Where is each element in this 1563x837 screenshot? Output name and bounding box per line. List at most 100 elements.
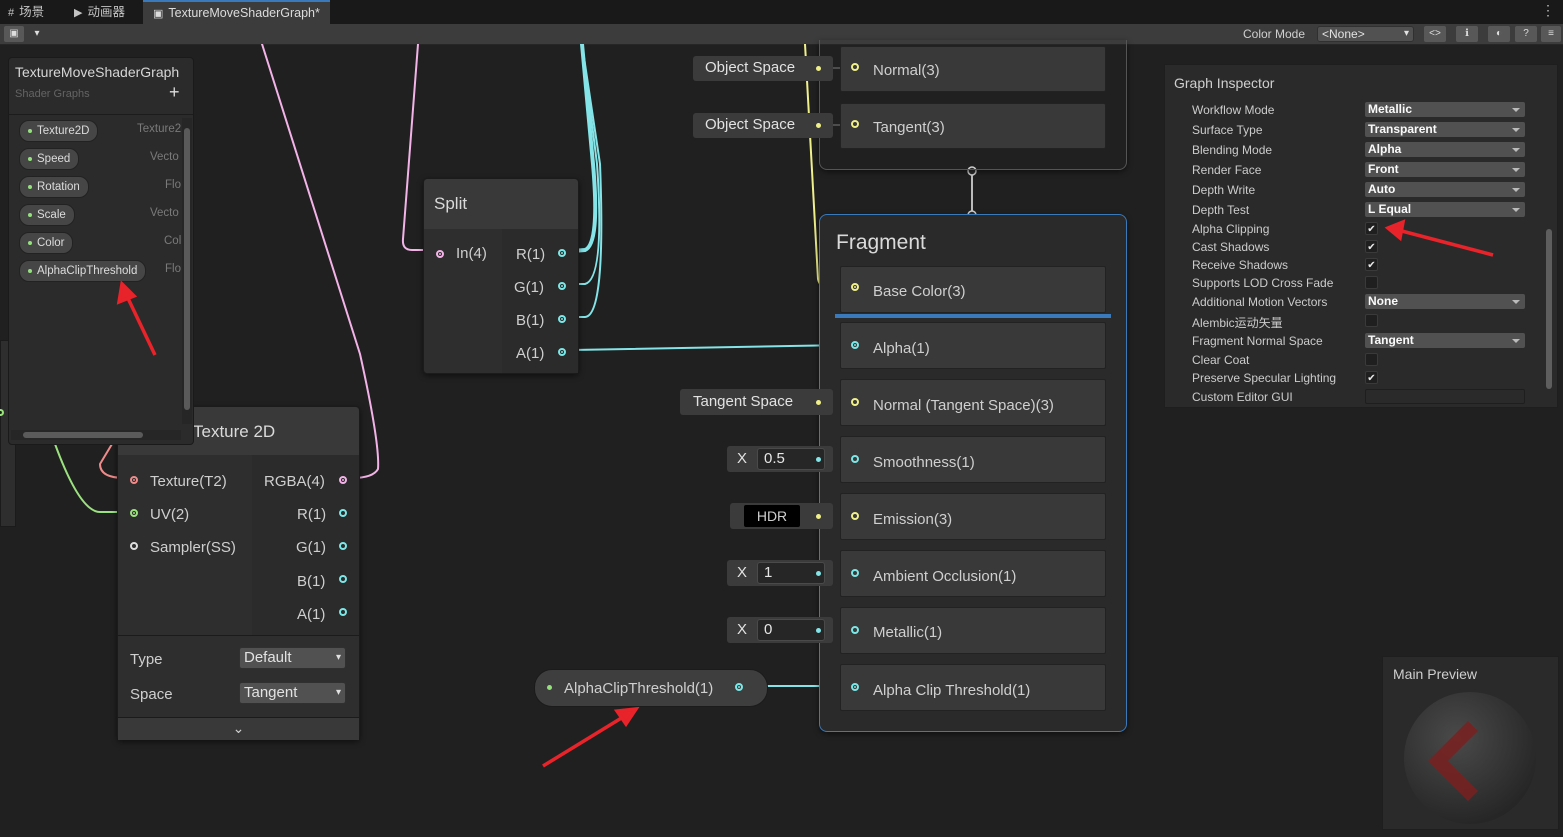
vertical-scrollbar[interactable] (182, 118, 192, 424)
base-color-port[interactable] (851, 283, 859, 291)
inspector-dropdown[interactable]: Metallic (1365, 102, 1525, 117)
vertex-slot-normal[interactable]: Normal(3) (840, 46, 1106, 92)
inspector-label: Supports LOD Cross Fade (1192, 276, 1334, 290)
split-node[interactable]: Split In(4) R(1) G(1) B(1) A(1) (423, 178, 579, 374)
split-b-label: B(1) (516, 312, 545, 329)
property-color[interactable]: Color (19, 232, 74, 254)
inspector-scrollbar[interactable] (1545, 105, 1553, 399)
blackboard-toggle-icon[interactable]: <> (1424, 26, 1446, 42)
r-output-port[interactable] (339, 509, 347, 517)
split-a-port[interactable] (558, 348, 566, 356)
inspector-checkbox[interactable] (1365, 314, 1378, 327)
color-mode-dropdown[interactable]: <None> (1317, 26, 1414, 42)
inspector-checkbox[interactable] (1365, 353, 1378, 366)
wire-split-r (570, 44, 598, 253)
more-options-icon[interactable]: ⋮ (1541, 2, 1555, 18)
rgba-output-port[interactable] (339, 476, 347, 484)
horizontal-scroll-thumb[interactable] (23, 432, 143, 438)
expand-chevron-icon[interactable]: ⌄ (118, 717, 359, 740)
fragment-slot-normal[interactable]: Normal (Tangent Space)(3) (840, 379, 1106, 426)
tangent-port[interactable] (851, 120, 859, 128)
property-texture2d[interactable]: Texture2D (19, 120, 99, 142)
split-r-port[interactable] (558, 249, 566, 257)
fragment-slot-smoothness[interactable]: Smoothness(1) (840, 436, 1106, 483)
alpha-clip-property-node[interactable]: AlphaClipThreshold(1) (534, 669, 768, 707)
arrow-head (1384, 219, 1406, 242)
property-rotation[interactable]: Rotation (19, 176, 89, 198)
fragment-slot-alpha-clip[interactable]: Alpha Clip Threshold(1) (840, 664, 1106, 711)
tangent-space-box[interactable]: Tangent Space (680, 389, 833, 415)
preview-sphere[interactable] (1403, 691, 1538, 826)
property-scale[interactable]: Scale (19, 204, 75, 226)
inspector-label: Alembic运动矢量 (1192, 316, 1283, 330)
b-output-port[interactable] (339, 575, 347, 583)
alpha-port[interactable] (851, 341, 859, 349)
tab-animator[interactable]: ▶动画器 (74, 0, 125, 24)
g-output-port[interactable] (339, 542, 347, 550)
emission-port[interactable] (851, 512, 859, 520)
object-space-normal-box[interactable]: Object Space (693, 56, 833, 81)
tab-scene[interactable]: #场景 (8, 0, 44, 24)
smoothness-input[interactable]: 0.5 (757, 448, 825, 470)
sampler-input-label: Sampler(SS) (150, 539, 236, 556)
inspector-checkbox[interactable]: ✔ (1365, 222, 1378, 235)
normal-ts-port[interactable] (851, 398, 859, 406)
inspector-label: Preserve Specular Lighting (1192, 371, 1337, 385)
metallic-input[interactable]: 0 (757, 619, 825, 641)
fragment-slot-metallic[interactable]: Metallic(1) (840, 607, 1106, 654)
preview-toggle-icon[interactable]: ◐ (1488, 26, 1510, 42)
settings-icon[interactable]: ≡ (1541, 26, 1561, 42)
horizontal-scrollbar[interactable] (11, 430, 181, 440)
inspector-checkbox[interactable] (1365, 276, 1378, 289)
inspector-dropdown[interactable]: Transparent (1365, 122, 1525, 137)
property-alpha-clip-threshold[interactable]: AlphaClipThreshold (19, 260, 147, 282)
inspector-dropdown[interactable]: Tangent (1365, 333, 1525, 348)
info-icon[interactable]: ℹ (1456, 26, 1478, 42)
save-dropdown-icon[interactable]: ▾ (28, 26, 46, 42)
metallic-port[interactable] (851, 626, 859, 634)
inline-port-dot (816, 514, 821, 519)
inspector-label: Custom Editor GUI (1192, 390, 1293, 404)
inspector-scroll-thumb[interactable] (1546, 229, 1552, 389)
occlusion-input[interactable]: 1 (757, 562, 825, 584)
fragment-slot-alpha[interactable]: Alpha(1) (840, 322, 1106, 369)
fragment-slot-occlusion[interactable]: Ambient Occlusion(1) (840, 550, 1106, 597)
inspector-checkbox[interactable]: ✔ (1365, 258, 1378, 271)
inspector-dropdown[interactable]: Alpha (1365, 142, 1525, 157)
hdr-color-swatch[interactable]: HDR (744, 505, 800, 527)
fragment-slot-base-color[interactable]: Base Color(3) (840, 266, 1106, 313)
inspector-dropdown[interactable]: L Equal (1365, 202, 1525, 217)
tab-shader-graph[interactable]: ▣TextureMoveShaderGraph* (143, 0, 330, 24)
uv-input-port[interactable] (130, 509, 138, 517)
inspector-text-field[interactable] (1365, 389, 1525, 404)
inspector-dropdown[interactable]: None (1365, 294, 1525, 309)
property-output-port[interactable] (735, 683, 743, 691)
texture-input-port[interactable] (130, 476, 138, 484)
alpha-clip-port[interactable] (851, 683, 859, 691)
property-speed[interactable]: Speed (19, 148, 80, 170)
save-icon[interactable]: ▣ (4, 26, 24, 42)
sample-texture-2d-node[interactable]: Texture 2D Texture(T2) UV(2) Sampler(SS)… (117, 406, 360, 740)
space-dropdown[interactable]: Tangent (239, 682, 346, 704)
fragment-slot-emission[interactable]: Emission(3) (840, 493, 1106, 540)
inspector-checkbox[interactable]: ✔ (1365, 240, 1378, 253)
add-property-icon[interactable]: + (169, 82, 180, 102)
object-space-tangent-box[interactable]: Object Space (693, 113, 833, 138)
split-g-port[interactable] (558, 282, 566, 290)
normal-port[interactable] (851, 63, 859, 71)
smoothness-port[interactable] (851, 455, 859, 463)
type-dropdown[interactable]: Default (239, 647, 346, 669)
inspector-checkbox[interactable]: ✔ (1365, 371, 1378, 384)
vertex-slot-tangent[interactable]: Tangent(3) (840, 103, 1106, 149)
a-output-port[interactable] (339, 608, 347, 616)
help-icon[interactable]: ? (1515, 26, 1537, 42)
split-b-port[interactable] (558, 315, 566, 323)
inspector-dropdown[interactable]: Front (1365, 162, 1525, 177)
inspector-dropdown[interactable]: Auto (1365, 182, 1525, 197)
vertical-scroll-thumb[interactable] (184, 128, 190, 410)
split-in-port[interactable] (436, 250, 444, 258)
sampler-input-port[interactable] (130, 542, 138, 550)
wire-split-b (571, 44, 603, 318)
occlusion-port[interactable] (851, 569, 859, 577)
